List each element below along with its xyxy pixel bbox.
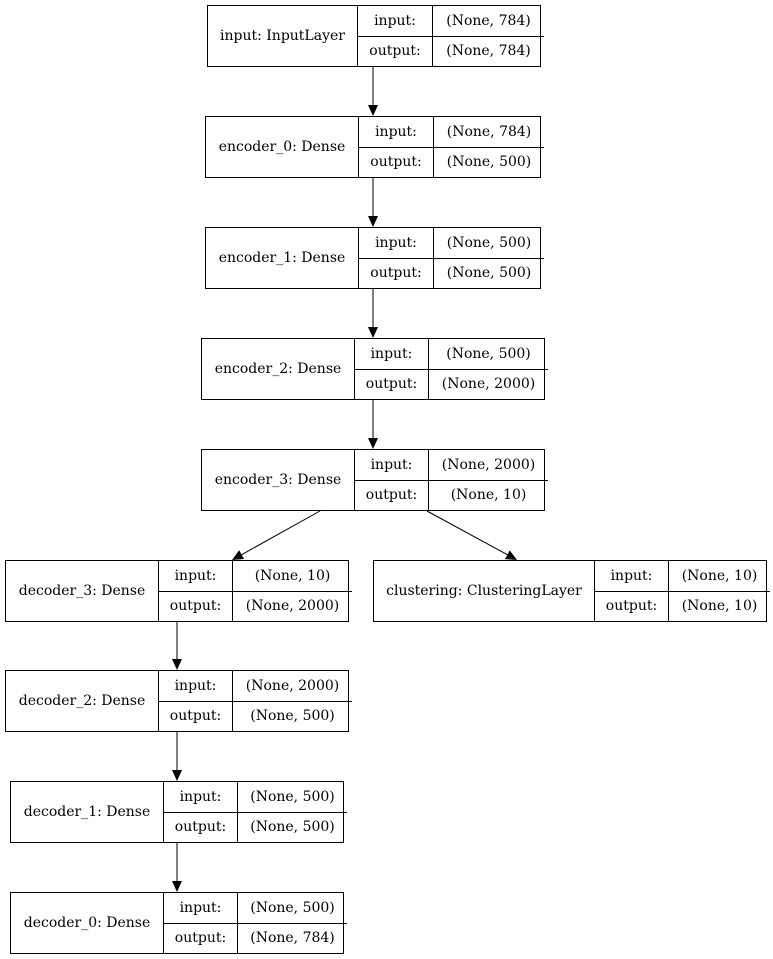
- input-label: input:: [359, 117, 433, 148]
- output-label: output:: [365, 376, 418, 393]
- edge-encoder-2-to-encoder-3: [368, 400, 378, 449]
- edge-decoder-2-to-decoder-1: [172, 732, 182, 781]
- input-label: input:: [164, 893, 237, 924]
- input-label: input:: [355, 339, 428, 370]
- output-shape: (None, 784): [250, 930, 335, 947]
- input-shape: (None, 500): [429, 339, 548, 370]
- output-shape: (None, 500): [250, 819, 335, 836]
- output-label: output:: [169, 708, 222, 725]
- input-label: input:: [164, 782, 237, 813]
- output-shape: (None, 10): [450, 487, 527, 504]
- input-shape: (None, 784): [434, 117, 544, 148]
- edge-encoder-0-to-encoder-1: [368, 178, 378, 227]
- input-label: input:: [159, 671, 232, 702]
- layer-name: decoder_1: Dense: [11, 782, 164, 842]
- arrowhead-icon: [172, 659, 182, 670]
- output-shape: (None, 500): [446, 265, 532, 282]
- input-label: input:: [595, 561, 668, 592]
- output-shape: (None, 10): [681, 598, 758, 615]
- layer-name: encoder_3: Dense: [202, 450, 355, 510]
- layer-name: clustering: ClusteringLayer: [374, 561, 595, 621]
- arrowhead-icon: [172, 881, 182, 892]
- input-shape: (None, 10): [233, 561, 352, 592]
- input-shape: (None, 500): [434, 228, 544, 259]
- edge-decoder-3-to-decoder-2: [172, 622, 182, 670]
- arrowhead-icon: [368, 105, 378, 116]
- input-label: input:: [159, 561, 232, 592]
- edge-decoder-1-to-decoder-0: [172, 843, 182, 892]
- layer-name: encoder_2: Dense: [202, 339, 355, 399]
- output-label: output:: [174, 819, 227, 836]
- output-label: output:: [605, 598, 658, 615]
- input-label: input:: [355, 450, 428, 481]
- output-shape: (None, 500): [446, 154, 532, 171]
- output-label: output:: [169, 598, 222, 615]
- output-label: output:: [365, 487, 418, 504]
- arrowhead-icon: [368, 327, 378, 338]
- output-shape: (None, 784): [446, 43, 531, 60]
- input-label: input:: [359, 228, 433, 259]
- input-shape: (None, 500): [238, 782, 347, 813]
- edge-encoder-1-to-encoder-2: [368, 289, 378, 338]
- arrowhead-icon: [368, 216, 378, 227]
- layer-name: encoder_0: Dense: [206, 117, 359, 177]
- output-shape: (None, 2000): [441, 376, 536, 393]
- layer-name: decoder_2: Dense: [6, 671, 159, 731]
- edge-encoder-3-to-decoder-3: [232, 510, 321, 560]
- edge-encoder-3-to-clustering: [426, 510, 517, 560]
- edge-input-to-encoder-0: [368, 67, 378, 116]
- input-shape: (None, 500): [238, 893, 347, 924]
- arrowhead-icon: [232, 550, 245, 560]
- output-shape: (None, 2000): [245, 598, 340, 615]
- input-shape: (None, 2000): [429, 450, 548, 481]
- output-shape: (None, 500): [250, 708, 335, 725]
- input-shape: (None, 2000): [233, 671, 352, 702]
- output-label: output:: [174, 930, 227, 947]
- input-label: input:: [358, 6, 432, 37]
- layer-name: input: InputLayer: [208, 6, 358, 66]
- arrowhead-icon: [504, 550, 517, 560]
- arrowhead-icon: [368, 438, 378, 449]
- edge-line: [426, 510, 508, 556]
- arrowhead-icon: [172, 770, 182, 781]
- output-label: output:: [370, 265, 422, 282]
- layer-name: encoder_1: Dense: [206, 228, 359, 288]
- input-shape: (None, 784): [433, 6, 544, 37]
- input-shape: (None, 10): [669, 561, 770, 592]
- layer-name: decoder_0: Dense: [11, 893, 164, 953]
- layer-name: decoder_3: Dense: [6, 561, 159, 621]
- output-label: output:: [370, 154, 422, 171]
- output-label: output:: [369, 43, 421, 60]
- edge-line: [241, 510, 321, 556]
